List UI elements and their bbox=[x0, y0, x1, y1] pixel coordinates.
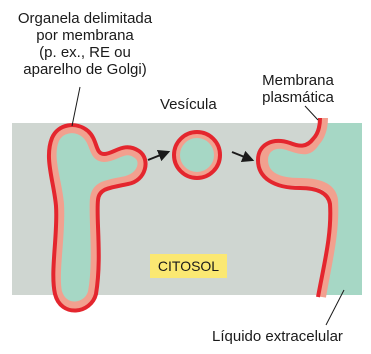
plasma-membrane-label: Membrana plasmática bbox=[248, 72, 348, 106]
organelle-membrane bbox=[47, 123, 148, 313]
cytosol-label: CITOSOL bbox=[150, 254, 227, 278]
leader-plasma-membrane bbox=[304, 105, 319, 121]
organelle-label-line1: Organela delimitada bbox=[17, 10, 153, 27]
organelle-label-line3: (p. ex., RE ou bbox=[39, 44, 131, 61]
plasma-membrane-label-line1: Membrana bbox=[262, 72, 334, 89]
organelle-membrane-inner bbox=[48, 125, 146, 310]
extracellular-space bbox=[262, 123, 362, 295]
leader-organelle bbox=[71, 86, 81, 127]
vesicle-membrane bbox=[172, 130, 222, 180]
plasma-membrane bbox=[255, 117, 333, 298]
plasma-membrane-inner bbox=[259, 117, 339, 298]
arrow-organelle-to-vesicle bbox=[147, 149, 171, 162]
organelle-label-line4: aparelho de Golgi) bbox=[23, 61, 147, 78]
vesicle-lumen bbox=[177, 135, 217, 175]
plasma-membrane-label-line2: plasmática bbox=[262, 89, 334, 106]
extracellular-label: Líquido extracelular bbox=[212, 328, 343, 345]
leader-extracellular bbox=[325, 289, 345, 326]
organelle-label-line2: por membrana bbox=[36, 27, 134, 44]
organelle-label: Organela delimitada por membrana (p. ex.… bbox=[5, 10, 165, 78]
vesicle-membrane-inner bbox=[174, 132, 220, 178]
organelle-lumen bbox=[52, 129, 142, 306]
vesicle-label: Vesícula bbox=[160, 96, 217, 113]
arrow-vesicle-to-membrane bbox=[231, 150, 255, 163]
